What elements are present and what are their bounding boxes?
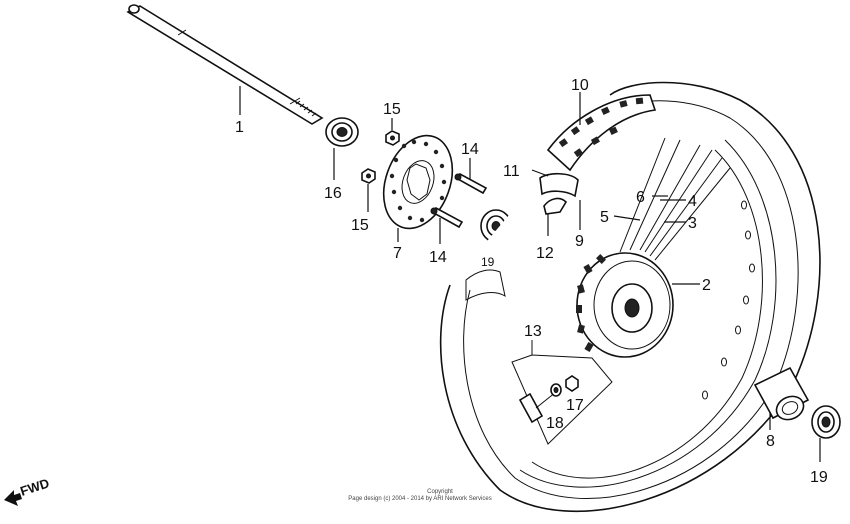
bolt-upper[interactable] [454, 173, 488, 195]
callout-4: 4 [688, 193, 697, 210]
bolt-lower[interactable] [430, 207, 464, 229]
callout-14-lower: 14 [429, 249, 447, 266]
callout-13: 13 [524, 323, 542, 340]
callout-19-hub: 19 [481, 255, 495, 269]
callout-10: 10 [571, 77, 589, 94]
valve-assembly-bracket [511, 340, 613, 445]
callout-9: 9 [575, 233, 584, 250]
callout-15-lower: 15 [351, 217, 369, 234]
callout-15-upper: 15 [383, 101, 401, 118]
callout-19-right: 19 [810, 469, 828, 486]
arrow-left-icon [4, 490, 22, 506]
axle[interactable] [126, 4, 324, 125]
callout-17: 17 [566, 397, 584, 414]
distance-collar[interactable] [753, 366, 810, 424]
tube-valve-piece[interactable] [543, 197, 568, 215]
callout-8: 8 [766, 433, 775, 450]
rim[interactable] [519, 139, 777, 488]
callout-6: 6 [636, 189, 645, 206]
bearing-right[interactable] [811, 405, 841, 439]
callout-16: 16 [324, 185, 342, 202]
valve-nut[interactable] [565, 375, 579, 392]
callout-2: 2 [702, 277, 711, 294]
callout-11: 11 [503, 163, 520, 180]
nut-lower[interactable] [361, 168, 376, 184]
valve-cap[interactable] [550, 383, 562, 397]
spokes[interactable] [619, 137, 731, 261]
copyright-line1: Copyright [427, 489, 453, 495]
callout-5: 5 [600, 209, 609, 226]
bearing-left[interactable] [325, 117, 359, 147]
svg-text:FWD: FWD [18, 475, 51, 498]
callout-3: 3 [688, 215, 697, 232]
callout-7: 7 [393, 245, 402, 262]
tire-section[interactable] [546, 94, 657, 172]
brake-disc[interactable] [372, 126, 465, 238]
nut-upper[interactable] [385, 130, 400, 146]
forward-direction-indicator: FWD [4, 475, 51, 506]
callout-18: 18 [546, 415, 564, 432]
callout-12: 12 [536, 245, 554, 262]
callout-14-upper: 14 [461, 141, 479, 158]
copyright-line2: Page design (c) 2004 - 2014 by ARI Netwo… [348, 496, 491, 502]
hub[interactable] [576, 252, 674, 358]
rim-band[interactable] [539, 172, 579, 198]
callout-1: 1 [235, 119, 244, 136]
